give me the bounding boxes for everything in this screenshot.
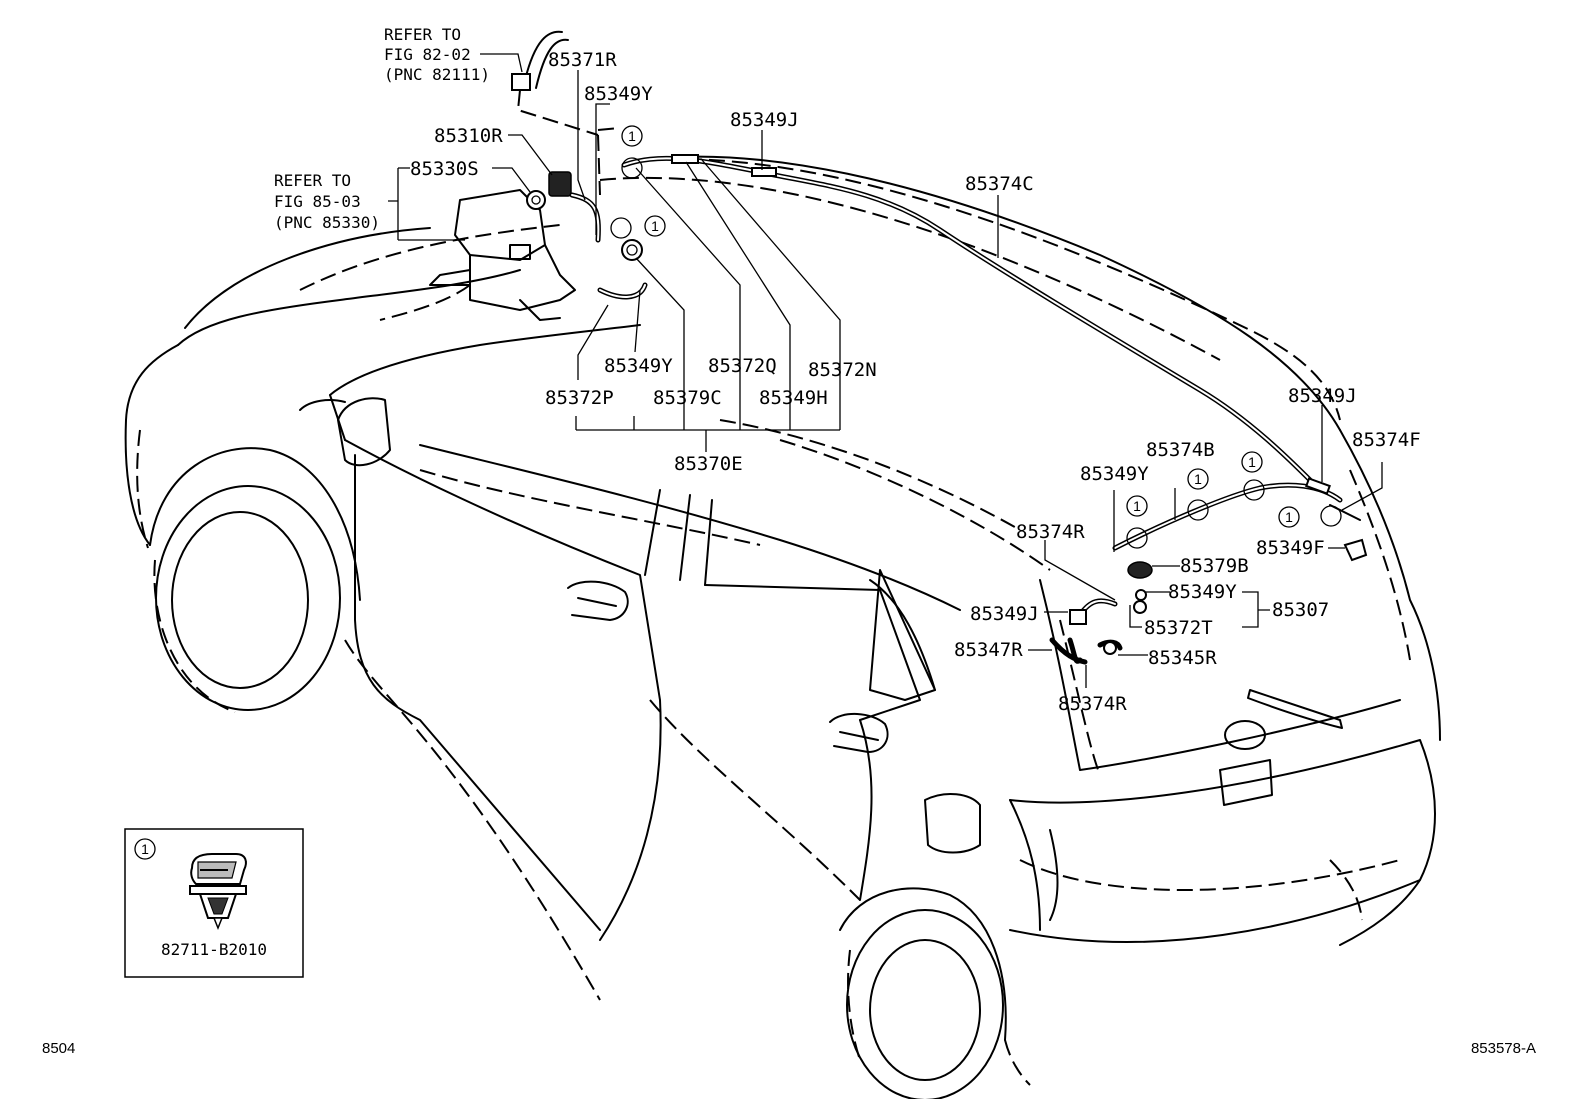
clip-inset: 1 82711-B2010 [124, 828, 304, 978]
label-85371R[interactable]: 85371R [548, 49, 617, 71]
clip-markers: 1 1 1 1 1 1 [610, 125, 1342, 549]
clip-marker-front-mid-text: 1 [651, 218, 659, 234]
clip-location-ring [1320, 505, 1342, 527]
ref-fig85-line1: REFER TO [274, 171, 351, 190]
label-85349J-lower[interactable]: 85349J [970, 603, 1039, 625]
clip-location-ring [1187, 499, 1209, 521]
label-85372N[interactable]: 85372N [808, 359, 877, 381]
label-85330S[interactable]: 85330S [410, 158, 479, 180]
rear-hatch-handle [1219, 759, 1273, 806]
washer-hoses [569, 154, 1368, 665]
rear-nozzle [1343, 538, 1368, 562]
inset-clip-marker [134, 838, 156, 860]
hose-joint-front [671, 154, 699, 164]
clip-marker-rear-3[interactable] [1241, 451, 1263, 473]
washer-tank-assembly [379, 171, 576, 321]
fuel-door [924, 793, 981, 854]
clip-marker-front-top-text: 1 [628, 128, 636, 144]
part-labels: REFER TO FIG 82-02 (PNC 82111) REFER TO … [274, 25, 1421, 715]
label-85349Y-top[interactable]: 85349Y [584, 83, 653, 105]
washer-pump-motor [548, 171, 572, 197]
label-85379B[interactable]: 85379B [1180, 555, 1249, 577]
label-85349J-right[interactable]: 85349J [1288, 385, 1357, 407]
clip-marker-rear-4[interactable] [1278, 506, 1300, 528]
hose-joint-mid [751, 167, 777, 177]
rear-wiper [1247, 689, 1343, 729]
clip-marker-rear-4-text: 1 [1285, 509, 1293, 525]
clip-marker-rear-1-text: 1 [1133, 498, 1141, 514]
rear-wheel [846, 909, 1004, 1099]
label-85374R-top[interactable]: 85374R [1016, 521, 1085, 543]
label-85379C[interactable]: 85379C [653, 387, 722, 409]
front-door-handle [567, 580, 629, 621]
ref-pipe-82 [511, 30, 621, 196]
clip-icon [189, 853, 247, 931]
label-85307[interactable]: 85307 [1272, 599, 1329, 621]
label-85345R[interactable]: 85345R [1148, 647, 1217, 669]
rear-emblem [1224, 720, 1266, 750]
label-85349Y-mid[interactable]: 85349Y [604, 355, 673, 377]
label-85347R[interactable]: 85347R [954, 639, 1023, 661]
label-85349Y-lower[interactable]: 85349Y [1168, 581, 1237, 603]
pipe-connector [511, 73, 531, 91]
label-85349J-top[interactable]: 85349J [730, 109, 799, 131]
label-85349F[interactable]: 85349F [1256, 537, 1325, 559]
ref-fig82-line2: FIG 82-02 [384, 45, 471, 64]
hose-joint-lower [1069, 609, 1087, 625]
label-85370E[interactable]: 85370E [674, 453, 743, 475]
clip-location-ring [1243, 479, 1265, 501]
front-grommet [621, 239, 643, 261]
label-85372P[interactable]: 85372P [545, 387, 614, 409]
clip-marker-rear-3-text: 1 [1248, 454, 1256, 470]
label-85372T[interactable]: 85372T [1144, 617, 1213, 639]
clip-location-ring [1126, 527, 1148, 549]
clip-marker-rear-2-text: 1 [1194, 471, 1202, 487]
ref-fig85-line3: (PNC 85330) [274, 213, 380, 232]
car-body-outline [124, 155, 1441, 1099]
page-code: 8504 [42, 1040, 75, 1057]
figure-code: 853578-A [1471, 1040, 1536, 1057]
rear-grommet [1127, 561, 1153, 579]
label-85374F[interactable]: 85374F [1352, 429, 1421, 451]
clip-marker-front-mid[interactable] [644, 215, 666, 237]
clip-location-ring [621, 157, 643, 179]
inset-part-number[interactable]: 82711-B2010 [161, 940, 267, 959]
clip-marker-front-top[interactable] [621, 125, 643, 147]
clip-marker-rear-2[interactable] [1187, 468, 1209, 490]
label-85349Y-right[interactable]: 85349Y [1080, 463, 1149, 485]
label-85349H[interactable]: 85349H [759, 387, 828, 409]
ref-fig85-line2: FIG 85-03 [274, 192, 361, 211]
label-85374B[interactable]: 85374B [1146, 439, 1215, 461]
clip-location-ring [610, 217, 632, 239]
lower-nozzle [1103, 641, 1117, 655]
label-85310R[interactable]: 85310R [434, 125, 503, 147]
side-mirror [337, 397, 391, 467]
hose-joint-rear [1305, 477, 1331, 495]
clip-marker-rear-1[interactable] [1126, 495, 1148, 517]
ref-fig82-line3: (PNC 82111) [384, 65, 490, 84]
ref-fig82-line1: REFER TO [384, 25, 461, 44]
pump-grommet [526, 190, 546, 210]
label-85374R-bottom[interactable]: 85374R [1058, 693, 1127, 715]
front-wheel [155, 485, 341, 711]
inset-clip-marker-text: 1 [141, 841, 149, 857]
label-85372Q[interactable]: 85372Q [708, 355, 777, 377]
rear-door-handle [829, 712, 889, 753]
leader-lines [388, 53, 1383, 688]
label-85374C[interactable]: 85374C [965, 173, 1034, 195]
